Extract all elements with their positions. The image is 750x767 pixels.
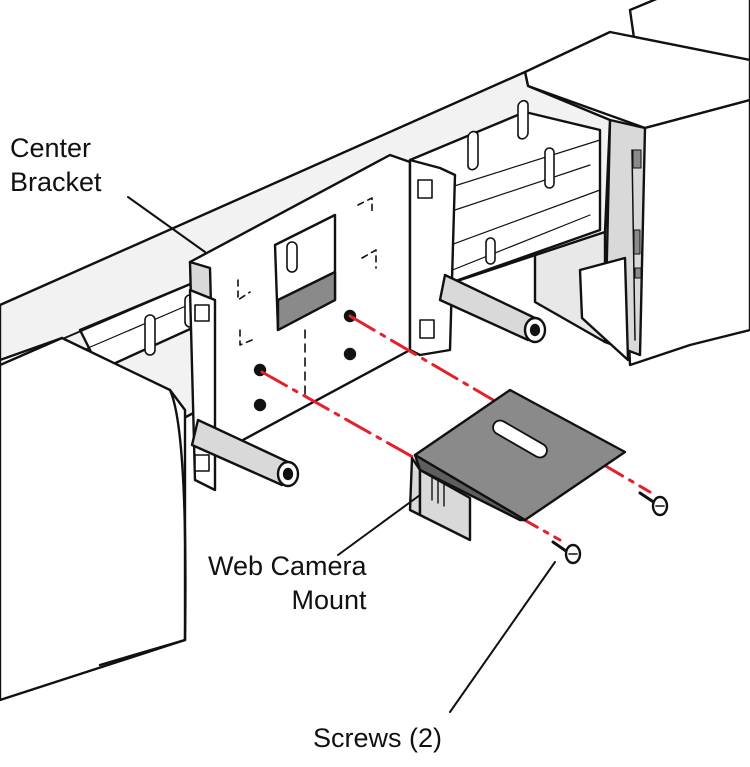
right-rail-housing xyxy=(523,0,750,367)
right-clamp xyxy=(408,158,457,357)
web-camera-mount-callout-line-1: Web Camera xyxy=(208,551,367,581)
screw-icon xyxy=(638,491,669,517)
standoff-post-icon xyxy=(190,273,547,488)
center-bracket-callout-line-1: Center xyxy=(10,133,92,163)
left-clamp xyxy=(188,288,217,492)
web-camera-mount-callout: Web Camera Mount xyxy=(208,549,367,617)
web-camera-mount-callout-line-2: Mount xyxy=(291,585,367,615)
bracket-slot-icon xyxy=(144,99,555,356)
screw-icon xyxy=(551,540,582,565)
left-housing xyxy=(0,336,187,702)
web-camera-mount xyxy=(408,388,627,542)
callout-leaders xyxy=(127,196,556,713)
center-bracket-callout: Center Bracket xyxy=(10,131,102,199)
center-bracket-callout-line-2: Bracket xyxy=(10,167,102,197)
screws-callout: Screws (2) xyxy=(313,723,443,753)
